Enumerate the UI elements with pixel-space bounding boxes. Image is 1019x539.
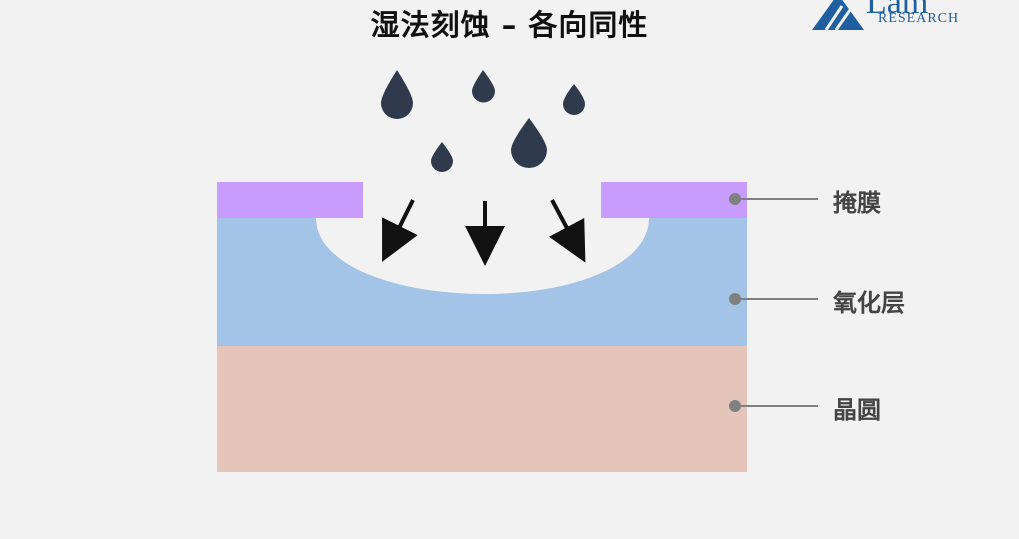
- logo-word: Lam: [866, 0, 929, 21]
- leader-dot-mask: [729, 193, 741, 205]
- lam-mountain-icon: [812, 0, 864, 31]
- label-leaders: [729, 193, 818, 412]
- arrow-left: [382, 199, 418, 262]
- leader-dot-oxide: [729, 293, 741, 305]
- droplet-icon: [431, 142, 453, 172]
- lam-research-logo: Lam RESEARCH: [808, 0, 978, 34]
- mask-right: [601, 182, 747, 218]
- arrow-right: [548, 199, 586, 263]
- etch-arrows: [382, 199, 586, 266]
- label-mask: 掩膜: [833, 189, 881, 217]
- wafer-layer: [217, 346, 747, 472]
- mask-left: [217, 182, 363, 218]
- etchant-droplets: [381, 70, 585, 172]
- droplet-icon: [563, 84, 585, 115]
- droplet-icon: [511, 118, 547, 168]
- label-wafer: 晶圆: [833, 396, 881, 424]
- logo-subtitle: RESEARCH: [878, 11, 960, 26]
- droplet-icon: [472, 70, 495, 103]
- droplet-icon: [381, 70, 413, 119]
- label-oxide: 氧化层: [833, 289, 905, 317]
- leader-dot-wafer: [729, 400, 741, 412]
- diagram-title: 湿法刻蚀 – 各向同性: [370, 8, 649, 42]
